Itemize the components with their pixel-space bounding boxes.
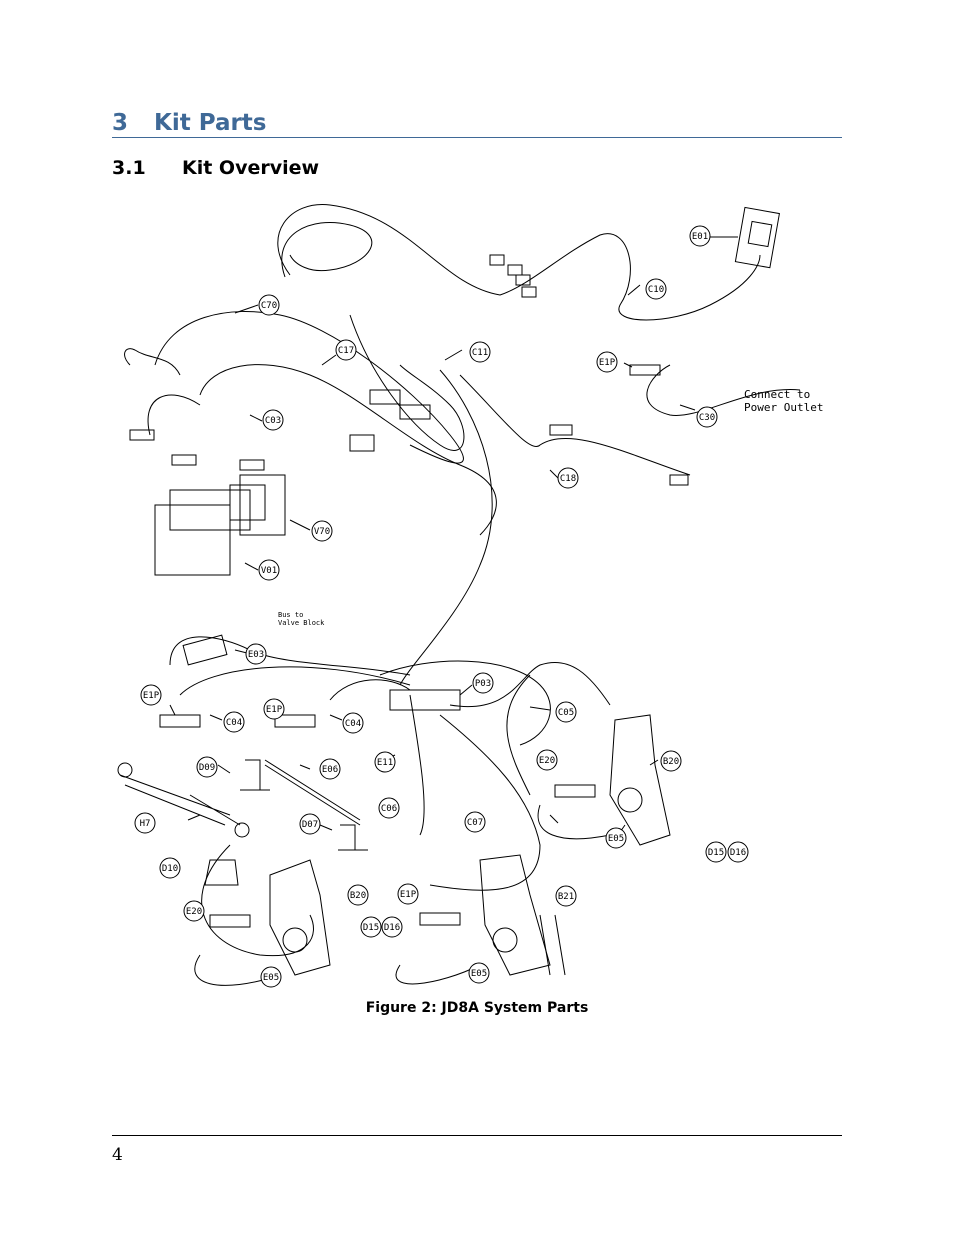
label-e1p-top: E1P: [596, 351, 618, 373]
label-b21-text: B21: [558, 892, 574, 902]
label-c07-text: C07: [467, 818, 483, 828]
figure-caption: Figure 2: JD8A System Parts: [365, 1000, 589, 1016]
section-title: Kit Parts: [154, 110, 267, 136]
label-c04-mid: C04: [342, 712, 364, 734]
label-v70-text: V70: [314, 527, 330, 537]
label-v70: V70: [311, 520, 333, 542]
label-d10-text: D10: [162, 864, 178, 874]
label-e06-text: E06: [322, 765, 338, 775]
label-e1p-mid: E1P: [263, 698, 285, 720]
label-p03-text: P03: [475, 679, 491, 689]
label-h7: H7: [134, 812, 156, 834]
label-v01: V01: [258, 559, 280, 581]
label-d09-text: D09: [199, 763, 215, 773]
label-c04-mid-text: C04: [345, 719, 361, 729]
note-valve-block: Valve Block: [278, 619, 325, 627]
footer-rule: [112, 1135, 842, 1136]
label-c10-text: C10: [648, 285, 664, 295]
label-b20-left: B20: [347, 884, 369, 906]
label-b20-left-text: B20: [350, 891, 366, 901]
section-heading: 3 Kit Parts: [112, 110, 842, 138]
label-c03: C03: [262, 409, 284, 431]
label-c30: C30: [696, 406, 718, 428]
label-e03-text: E03: [248, 650, 264, 660]
label-e06: E06: [319, 758, 341, 780]
label-e01: E01: [689, 225, 711, 247]
part-labels: E01 C10 C11 C70 C17 E1P C30 C03 C18 V70 …: [134, 225, 749, 988]
label-d10: D10: [159, 857, 181, 879]
subsection-number: 3.1: [112, 157, 146, 179]
label-d15-left: D15: [360, 916, 382, 938]
section-number: 3: [112, 110, 129, 136]
label-d15-left-text: D15: [363, 923, 379, 933]
label-e20-right-text: E20: [539, 756, 555, 766]
label-c04-left-text: C04: [226, 718, 242, 728]
label-e05-mid-text: E05: [471, 969, 487, 979]
label-d16-right-text: D16: [730, 848, 746, 858]
note-connect-to: Connect to: [744, 388, 810, 401]
label-d15-right: D15: [705, 841, 727, 863]
label-e05-mid: E05: [468, 962, 490, 984]
label-c05-right: C05: [555, 701, 577, 723]
label-e05-right-text: E05: [608, 834, 624, 844]
label-h7-text: H7: [140, 819, 151, 829]
label-b20-right: B20: [660, 750, 682, 772]
label-e05-right: E05: [605, 827, 627, 849]
label-c11: C11: [469, 341, 491, 363]
label-e05-left: E05: [260, 966, 282, 988]
label-d09: D09: [196, 756, 218, 778]
label-c70: C70: [258, 294, 280, 316]
label-c10: C10: [645, 278, 667, 300]
label-e20-left-text: E20: [186, 907, 202, 917]
label-b20-right-text: B20: [663, 757, 679, 767]
label-e1p-mid-text: E1P: [266, 705, 283, 715]
label-e1p-bottom: E1P: [397, 883, 419, 905]
label-e1p-bottom-text: E1P: [400, 890, 417, 900]
label-c30-text: C30: [699, 413, 715, 423]
label-c70-text: C70: [261, 301, 277, 311]
label-d07-text: D07: [302, 820, 318, 830]
label-c06-text: C06: [381, 804, 397, 814]
label-e05-left-text: E05: [263, 973, 279, 983]
label-e20-right: E20: [536, 749, 558, 771]
label-e1p-top-text: E1P: [599, 358, 616, 368]
system-parts-diagram: E01 C10 C11 C70 C17 E1P C30 C03 C18 V70 …: [117, 204, 823, 988]
label-e1p-left-text: E1P: [143, 691, 160, 701]
label-c17-text: C17: [338, 346, 354, 356]
label-c06: C06: [378, 797, 400, 819]
subsection-title: Kit Overview: [182, 157, 320, 179]
label-b21: B21: [555, 885, 577, 907]
label-d15-right-text: D15: [708, 848, 724, 858]
label-v01-text: V01: [261, 566, 277, 576]
label-c07: C07: [464, 811, 486, 833]
note-power-outlet: Power Outlet: [744, 401, 823, 414]
label-d16-right: D16: [727, 841, 749, 863]
diagram-notes: Connect to Power Outlet Bus to Valve Blo…: [278, 388, 823, 627]
label-e11: E11: [374, 751, 396, 773]
label-c18-text: C18: [560, 474, 576, 484]
label-c03-text: C03: [265, 416, 281, 426]
label-e03: E03: [245, 643, 267, 665]
label-c05-right-text: C05: [558, 708, 574, 718]
label-c18: C18: [557, 467, 579, 489]
label-e11-text: E11: [377, 758, 393, 768]
label-d07: D07: [299, 813, 321, 835]
note-bus-to: Bus to: [278, 611, 303, 619]
label-c11-text: C11: [472, 348, 488, 358]
label-e01-text: E01: [692, 232, 708, 242]
subsection-heading: 3.1 Kit Overview: [112, 157, 319, 179]
label-d16-left: D16: [381, 916, 403, 938]
label-c17: C17: [335, 339, 357, 361]
label-c04-left: C04: [223, 711, 245, 733]
label-p03: P03: [472, 672, 494, 694]
page-number: 4: [112, 1145, 123, 1165]
label-d16-left-text: D16: [384, 923, 400, 933]
label-e20-left: E20: [183, 900, 205, 922]
label-e1p-left: E1P: [140, 684, 162, 706]
